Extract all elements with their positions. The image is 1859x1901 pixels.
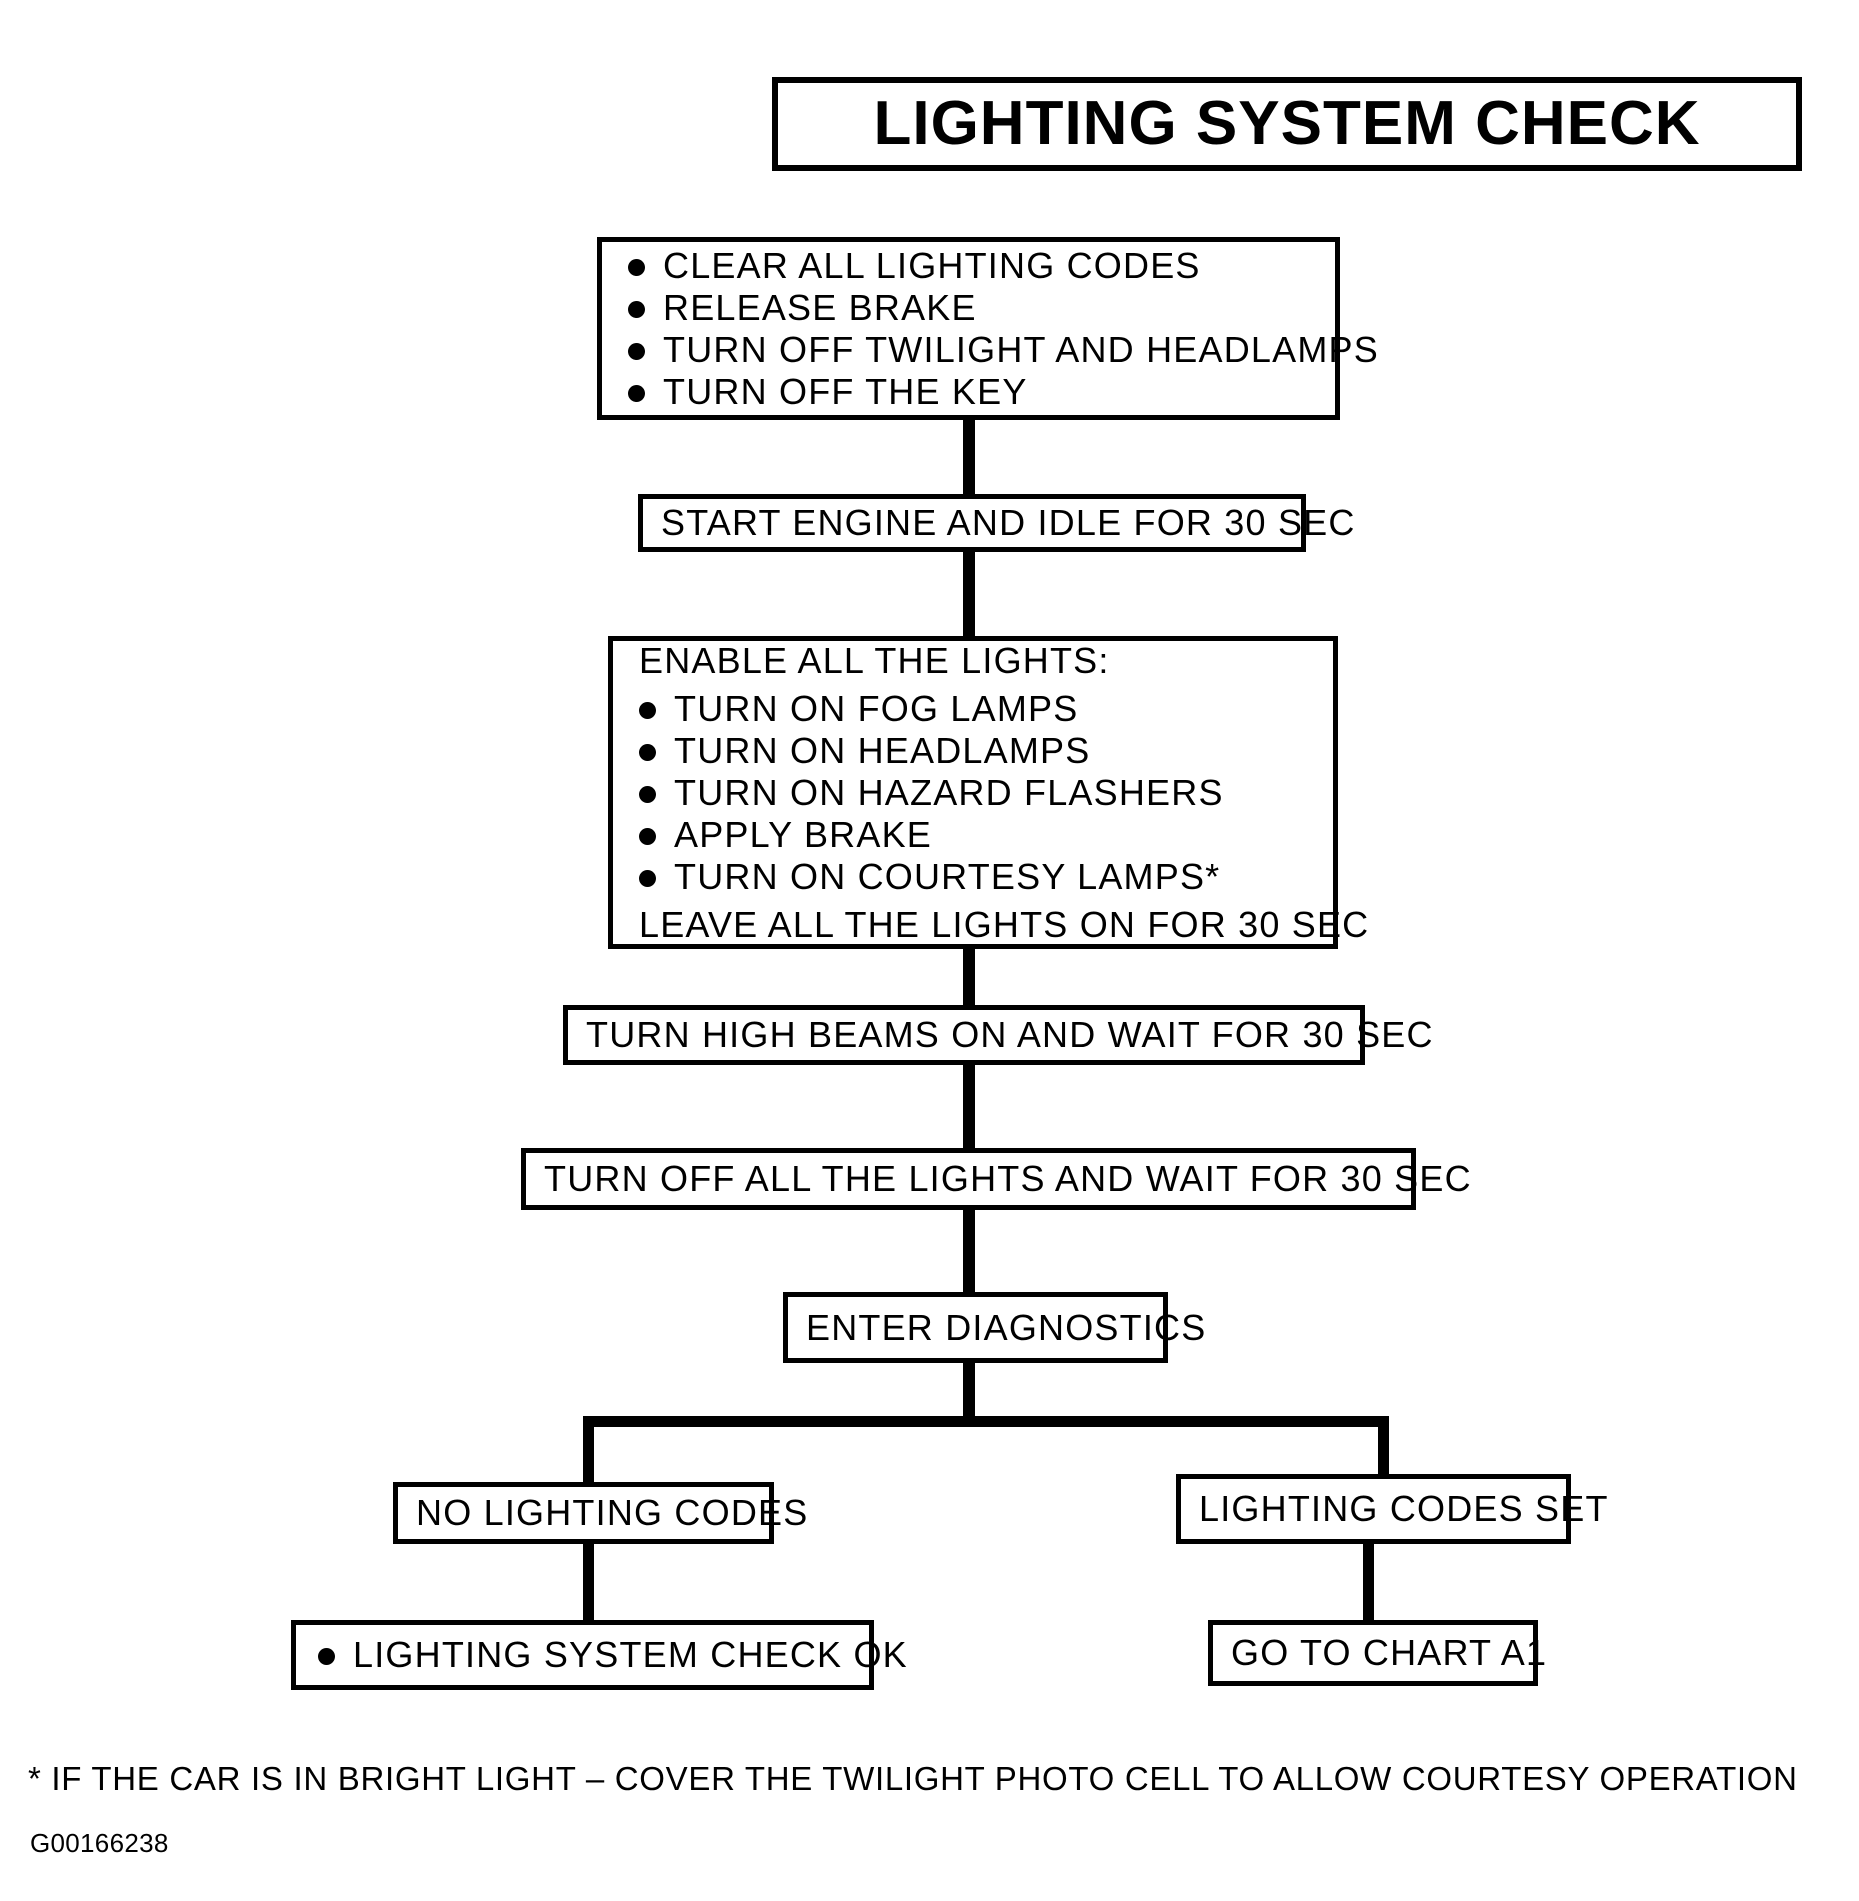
lighting-codes-set-box: LIGHTING CODES SET (1176, 1474, 1609, 1544)
bullet-icon (639, 701, 656, 719)
connector-branch-left-drop (583, 1416, 594, 1486)
list-item-label: TURN ON COURTESY LAMPS* (674, 855, 1221, 897)
connector-start-engine-to-enable-lights (963, 552, 975, 638)
enable-lights-footer: LEAVE ALL THE LIGHTS ON FOR 30 SEC (639, 903, 1370, 945)
page-title: LIGHTING SYSTEM CHECK (873, 89, 1701, 158)
connector-enable-lights-to-high-beams (963, 949, 975, 1007)
start-engine-box: START ENGINE AND IDLE FOR 30 SEC (638, 494, 1356, 552)
bullet-icon (318, 1648, 335, 1665)
enter-diagnostics-box: ENTER DIAGNOSTICS (783, 1292, 1207, 1363)
bullet-icon (628, 384, 645, 402)
bullet-icon (628, 258, 645, 276)
connector-high-beams-to-lights-off (963, 1065, 975, 1150)
list-item: CLEAR ALL LIGHTING CODES (628, 244, 1335, 286)
connector-diagnostics-branch-stem (963, 1363, 975, 1421)
connector-prep-to-start-engine (963, 420, 975, 496)
bullet-icon (639, 743, 656, 761)
connector-branch-right-drop (1378, 1416, 1389, 1478)
list-item-label: TURN OFF TWILIGHT AND HEADLAMPS (663, 328, 1379, 370)
enable-lights-heading: ENABLE ALL THE LIGHTS: (639, 639, 1110, 681)
list-item-label: TURN ON HAZARD FLASHERS (674, 771, 1224, 813)
list-item-label: TURN OFF THE KEY (663, 370, 1028, 412)
connector-no-codes-to-check-ok (583, 1544, 594, 1622)
high-beams-box: TURN HIGH BEAMS ON AND WAIT FOR 30 SEC (563, 1005, 1434, 1065)
list-item-label: TURN ON HEADLAMPS (674, 729, 1091, 771)
list-item: TURN OFF THE KEY (628, 370, 1335, 412)
bullet-icon (639, 785, 656, 803)
bullet-icon (628, 342, 645, 360)
bullet-icon (628, 300, 645, 318)
enable-lights-box: ENABLE ALL THE LIGHTS: TURN ON FOG LAMPS… (608, 636, 1370, 949)
bullet-icon (639, 827, 656, 845)
list-item-label: APPLY BRAKE (674, 813, 932, 855)
connector-codes-set-to-go-chart (1363, 1544, 1374, 1622)
list-item: TURN OFF TWILIGHT AND HEADLAMPS (628, 331, 1378, 368)
go-to-chart-a1-label: GO TO CHART A1 (1231, 1632, 1548, 1673)
go-to-chart-a1-box: GO TO CHART A1 (1208, 1620, 1548, 1686)
lighting-codes-set-label: LIGHTING CODES SET (1199, 1488, 1609, 1529)
list-item: TURN ON HEADLAMPS (639, 729, 1333, 771)
list-item-label: RELEASE BRAKE (663, 286, 977, 328)
list-item: TURN ON COURTESY LAMPS* (639, 855, 1333, 897)
enable-lights-list: TURN ON FOG LAMPS TURN ON HEADLAMPS TURN… (613, 685, 1333, 901)
no-lighting-codes-label: NO LIGHTING CODES (416, 1492, 809, 1533)
connector-lights-off-to-enter-diagnostics (963, 1210, 975, 1294)
list-item-label: TURN ON FOG LAMPS (674, 687, 1079, 729)
list-item: APPLY BRAKE (639, 813, 1333, 855)
bullet-icon (639, 869, 656, 887)
lights-off-label: TURN OFF ALL THE LIGHTS AND WAIT FOR 30 … (544, 1158, 1472, 1199)
list-item-label: CLEAR ALL LIGHTING CODES (663, 244, 1201, 286)
enter-diagnostics-label: ENTER DIAGNOSTICS (806, 1306, 1207, 1348)
list-item: TURN ON FOG LAMPS (639, 687, 1333, 729)
prep-list: CLEAR ALL LIGHTING CODES RELEASE BRAKE T… (602, 242, 1378, 416)
list-item: RELEASE BRAKE (628, 286, 1335, 328)
lighting-system-check-ok-label: LIGHTING SYSTEM CHECK OK (353, 1634, 908, 1675)
connector-diagnostics-branch-bar (583, 1416, 1389, 1427)
lights-off-box: TURN OFF ALL THE LIGHTS AND WAIT FOR 30 … (521, 1148, 1472, 1210)
lighting-system-check-ok-box: LIGHTING SYSTEM CHECK OK (291, 1620, 907, 1690)
chart-title-box: LIGHTING SYSTEM CHECK (772, 77, 1802, 171)
check-ok-item: LIGHTING SYSTEM CHECK OK (296, 1637, 907, 1673)
footnote-text: * IF THE CAR IS IN BRIGHT LIGHT – COVER … (28, 1760, 1798, 1797)
list-item: TURN ON HAZARD FLASHERS (639, 771, 1333, 813)
no-lighting-codes-box: NO LIGHTING CODES (393, 1482, 809, 1544)
high-beams-label: TURN HIGH BEAMS ON AND WAIT FOR 30 SEC (586, 1014, 1434, 1055)
start-engine-label: START ENGINE AND IDLE FOR 30 SEC (661, 502, 1356, 543)
prep-box: CLEAR ALL LIGHTING CODES RELEASE BRAKE T… (597, 237, 1378, 420)
figure-id-label: G00166238 (30, 1828, 169, 1858)
